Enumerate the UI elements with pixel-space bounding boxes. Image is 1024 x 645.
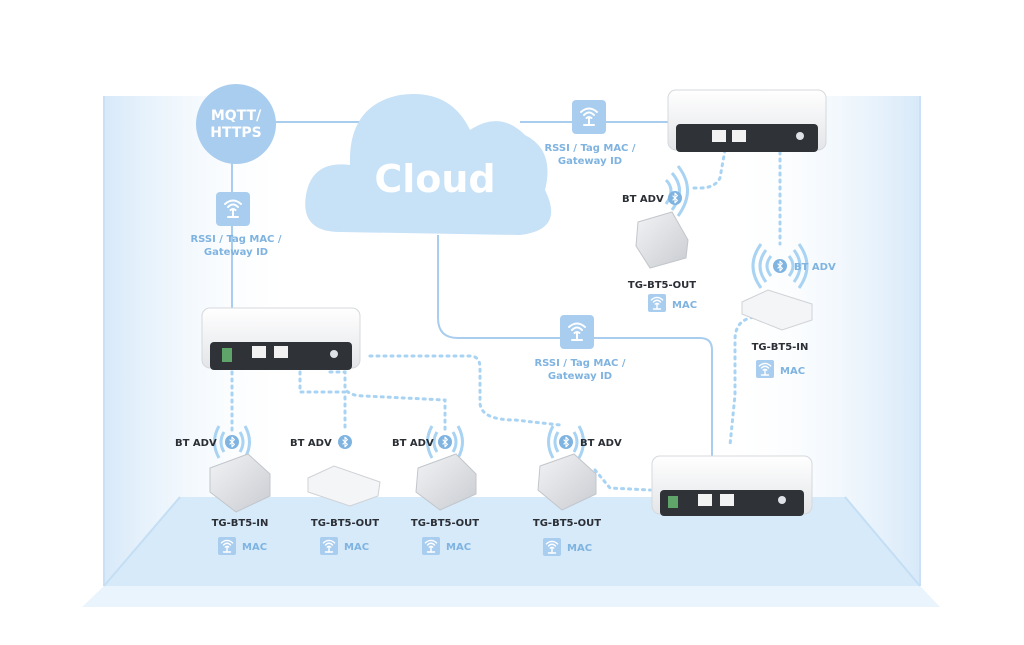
payload-badge-left: RSSI / Tag MAC / Gateway ID bbox=[190, 192, 282, 258]
cloud-label: Cloud bbox=[374, 157, 495, 201]
payload-text-line1: RSSI / Tag MAC / bbox=[534, 358, 625, 369]
mqtt-broker: MQTT/ HTTPS bbox=[196, 84, 276, 164]
bt-signal-waves bbox=[751, 243, 809, 289]
tag-name: TG-BT5-OUT bbox=[628, 280, 696, 291]
tag-name: TG-BT5-IN bbox=[212, 518, 269, 529]
payload-badge-middle: RSSI / Tag MAC / Gateway ID bbox=[534, 315, 626, 382]
payload-text-line2: Gateway ID bbox=[548, 371, 612, 382]
tag-out-3: BT ADV TG-BT5-OUT MAC bbox=[533, 425, 622, 556]
cloud: Cloud bbox=[305, 94, 552, 235]
broker-label-line2: HTTPS bbox=[210, 125, 261, 141]
gateway-device-left bbox=[201, 307, 361, 370]
tag-out-2: BT ADV TG-BT5-OUT MAC bbox=[392, 425, 479, 555]
gateway-device-top-right bbox=[667, 89, 827, 152]
tag-name: TG-BT5-OUT bbox=[311, 518, 379, 529]
bt-signal-waves bbox=[664, 165, 689, 217]
bt-signal-waves bbox=[426, 425, 464, 459]
mac-label: MAC bbox=[780, 366, 805, 377]
mac-label: MAC bbox=[242, 542, 267, 553]
gateway-device-bottom-right bbox=[651, 455, 813, 516]
room-floor bbox=[82, 496, 940, 607]
tag-name: TG-BT5-OUT bbox=[533, 518, 601, 529]
bt-adv-label: BT ADV bbox=[794, 262, 836, 273]
tag-in-right: BT ADV TG-BT5-IN MAC bbox=[741, 243, 836, 378]
mac-label: MAC bbox=[344, 542, 369, 553]
bluetooth-links bbox=[230, 148, 792, 492]
bt-adv-label: BT ADV bbox=[622, 194, 664, 205]
bt-adv-label: BT ADV bbox=[392, 438, 434, 449]
payload-text-line2: Gateway ID bbox=[558, 156, 622, 167]
broker-label-line1: MQTT/ bbox=[211, 108, 262, 124]
tag-name: TG-BT5-IN bbox=[752, 342, 809, 353]
bt-adv-label: BT ADV bbox=[175, 438, 217, 449]
bt-signal-waves bbox=[547, 425, 585, 459]
mac-label: MAC bbox=[672, 300, 697, 311]
bt-adv-label: BT ADV bbox=[580, 438, 622, 449]
tag-out-top-right: BT ADV TG-BT5-OUT MAC bbox=[622, 165, 697, 312]
mac-label: MAC bbox=[446, 542, 471, 553]
bt-adv-label: BT ADV bbox=[290, 438, 332, 449]
tag-name: TG-BT5-OUT bbox=[411, 518, 479, 529]
tag-in-1: BT ADV TG-BT5-OUT MAC bbox=[290, 435, 381, 555]
tag-out-1: BT ADV TG-BT5-IN MAC bbox=[175, 425, 271, 555]
payload-badge-top: RSSI / Tag MAC / Gateway ID bbox=[544, 100, 636, 167]
payload-text-line1: RSSI / Tag MAC / bbox=[190, 234, 281, 245]
payload-text-line1: RSSI / Tag MAC / bbox=[544, 143, 635, 154]
payload-text-line2: Gateway ID bbox=[204, 247, 268, 258]
mac-label: MAC bbox=[567, 543, 592, 554]
